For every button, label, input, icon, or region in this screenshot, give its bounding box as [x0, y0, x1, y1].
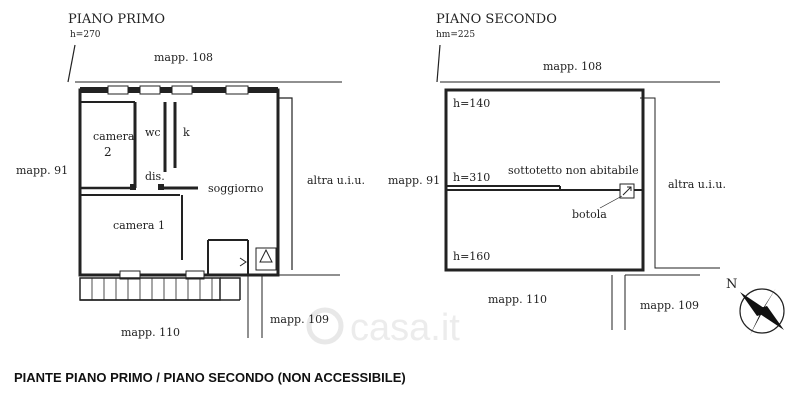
boundary-line-east	[277, 97, 293, 270]
compass-north-label: N	[726, 277, 737, 292]
watermark-text: casa.it	[350, 307, 460, 349]
height-marker-middle: h=310	[453, 171, 490, 184]
window-icon	[139, 85, 161, 95]
attic-label: sottotetto non abitabile	[508, 164, 639, 177]
room-camera-2-number: 2	[104, 145, 112, 159]
second-floor-east-unit: altra u.i.u.	[668, 178, 726, 191]
hatch-arrow-icon	[622, 186, 632, 196]
boundary-line-nw	[67, 44, 76, 83]
room-camera-1-label: camera 1	[113, 219, 165, 232]
watermark-logo-icon	[306, 307, 344, 345]
boundary-line-east	[640, 97, 720, 269]
compass-needle-icon	[754, 306, 784, 330]
stair-up-arrow-icon	[259, 248, 273, 263]
second-floor-southeast-parcel: mapp. 109	[640, 299, 699, 312]
watermark: casa.it	[306, 307, 460, 349]
hatch-label: botola	[572, 208, 607, 221]
compass-ring	[739, 288, 785, 334]
window-icon	[171, 85, 193, 95]
second-floor-south-parcel: mapp. 110	[488, 293, 547, 306]
outer-wall	[444, 88, 645, 272]
height-marker-bottom: h=160	[453, 250, 490, 263]
pillar	[130, 184, 136, 190]
hatch-leader-line	[599, 195, 623, 209]
first-floor-east-unit: altra u.i.u.	[307, 174, 365, 187]
first-floor-southeast-parcel: mapp. 109	[270, 313, 329, 326]
compass-needle-icon	[750, 309, 764, 335]
second-floor-north-parcel: mapp. 108	[543, 60, 602, 73]
height-marker-top: h=140	[453, 97, 490, 110]
first-floor-height: h=270	[70, 30, 101, 40]
stair-treads	[91, 278, 213, 300]
second-floor-height: hm=225	[436, 30, 475, 40]
first-floor-north-parcel: mapp. 108	[154, 51, 213, 64]
stair-arrow-icon	[239, 257, 247, 267]
compass-needle-icon	[760, 288, 776, 313]
room-soggiorno-label: soggiorno	[208, 182, 264, 195]
window-icon	[119, 270, 141, 280]
first-floor-west-parcel: mapp. 91	[16, 164, 68, 177]
first-floor-title: PIANO PRIMO	[68, 12, 165, 27]
exterior-staircase	[79, 277, 221, 301]
first-floor-plan	[67, 44, 342, 338]
stair-landing	[255, 247, 277, 271]
plan-caption: PIANTE PIANO PRIMO / PIANO SECONDO (NON …	[14, 370, 406, 385]
window-icon	[185, 270, 205, 280]
north-compass: N	[726, 277, 785, 335]
room-wc-label: wc	[145, 126, 161, 139]
second-floor-west-parcel: mapp. 91	[388, 174, 440, 187]
room-disimpegno-label: dis.	[145, 170, 165, 183]
window-icon	[107, 85, 129, 95]
boundary-line-nw	[436, 44, 441, 83]
room-camera-2-label: camera	[93, 130, 135, 143]
second-floor-title: PIANO SECONDO	[436, 12, 557, 27]
window-icon	[225, 85, 249, 95]
second-floor-plan	[436, 44, 720, 330]
first-floor-south-parcel: mapp. 110	[121, 326, 180, 339]
room-kitchen-label: k	[183, 126, 190, 139]
pillar	[158, 184, 164, 190]
staircase-edge	[220, 277, 241, 300]
